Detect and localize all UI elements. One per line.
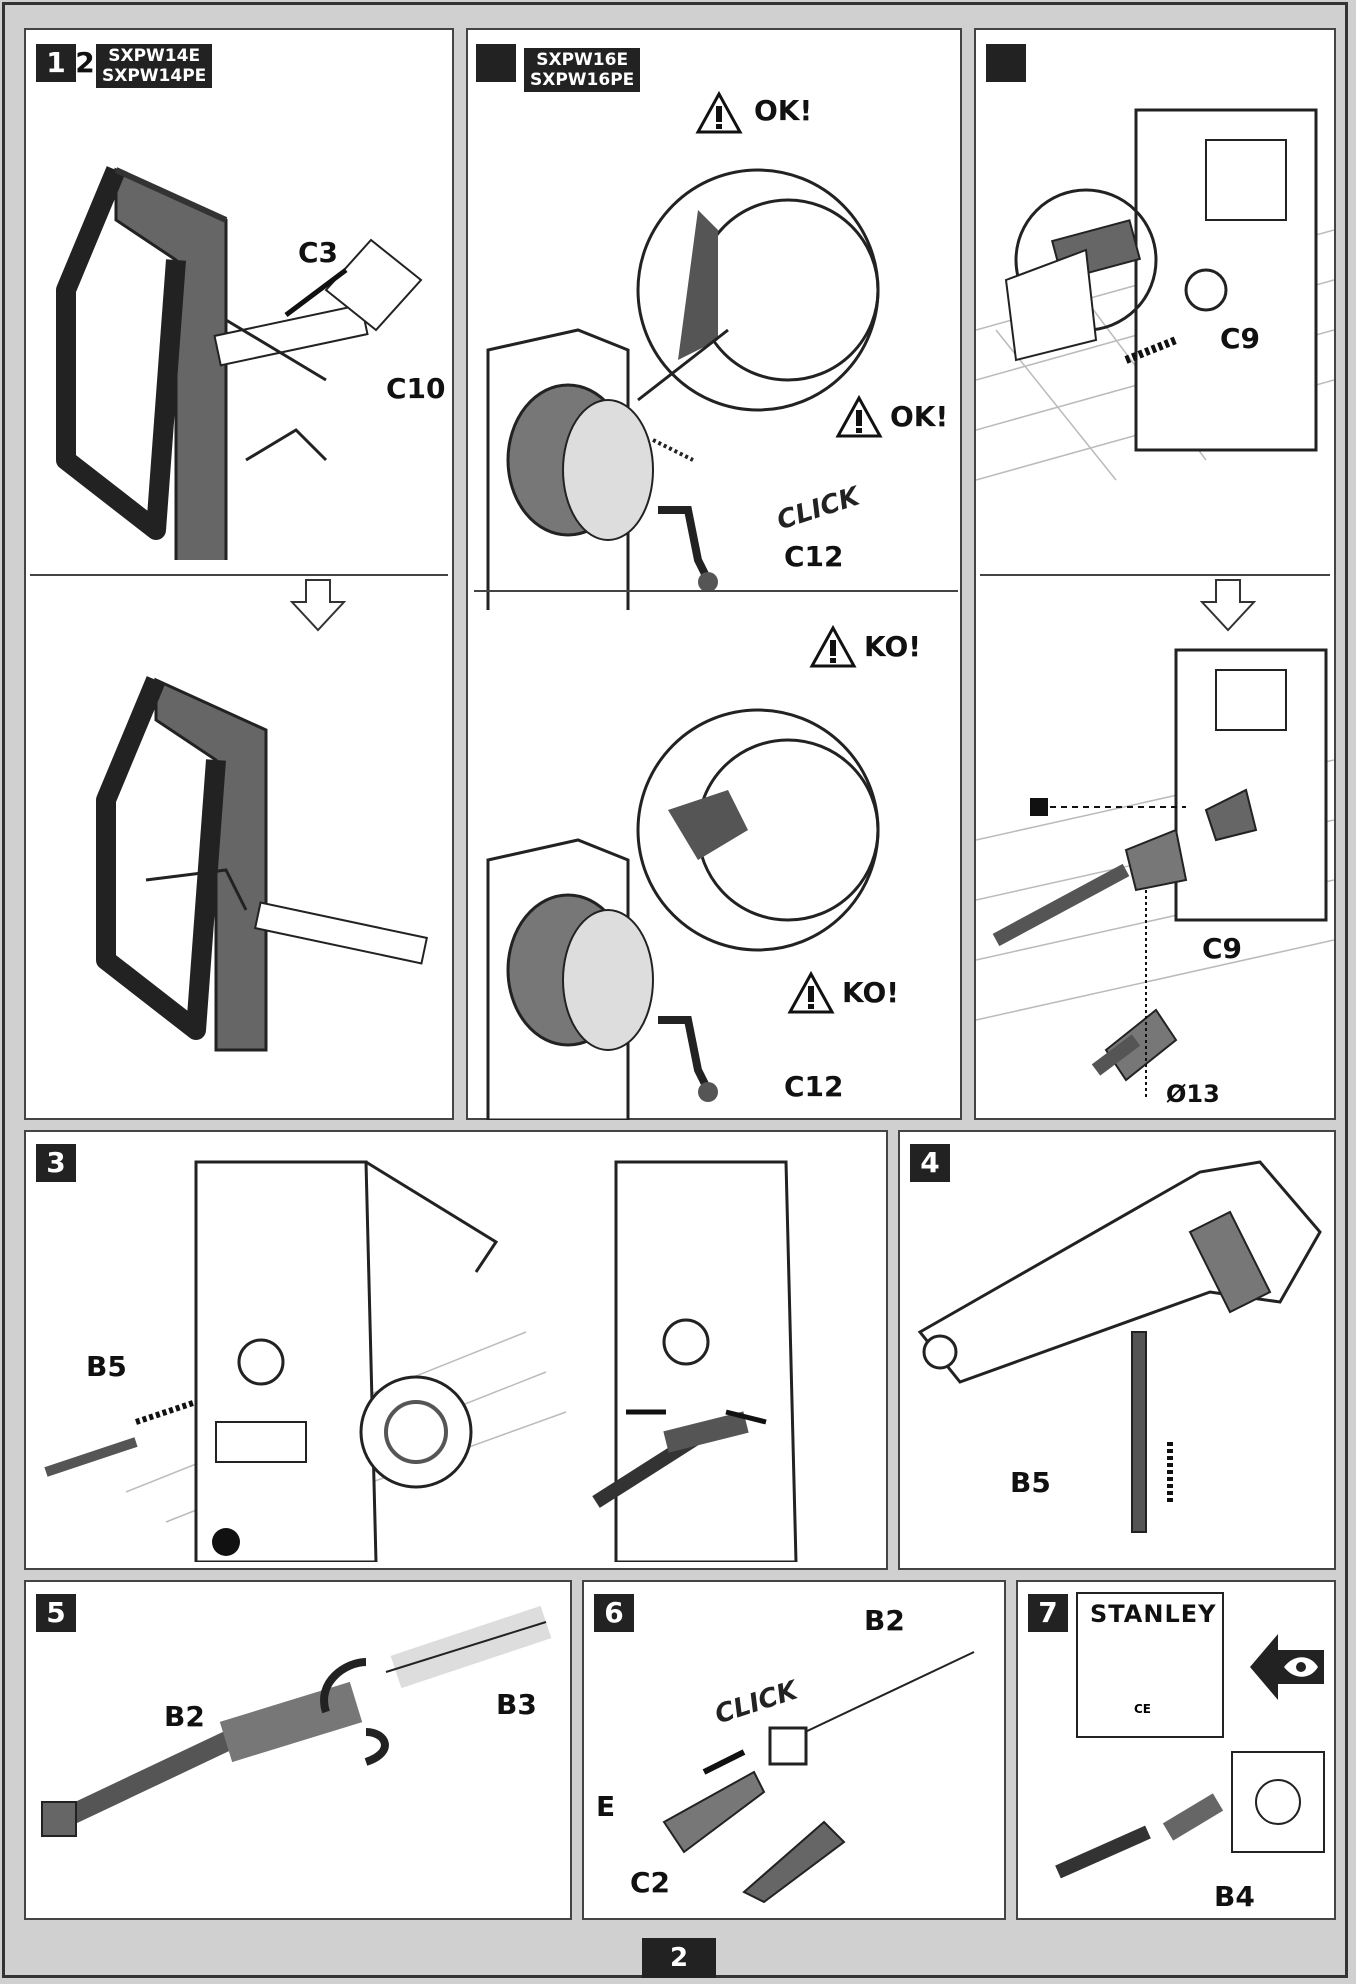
hose-reel-correct-illustration [486, 168, 880, 610]
label-c12-top: C12 [784, 540, 844, 573]
label-c9-top: C9 [1220, 322, 1261, 355]
panel-step-7: 7 STANLEY CE B4 [1016, 1580, 1336, 1920]
divider [474, 590, 958, 592]
handle-assembled-illustration [96, 676, 429, 1052]
read-manual-eye-icon [1250, 1634, 1324, 1700]
inlet-connector-illustration [976, 108, 1334, 481]
label-b4: B4 [1214, 1880, 1255, 1913]
step-number-1: 1 [36, 44, 76, 82]
divider [980, 574, 1330, 576]
label-c3: C3 [298, 236, 339, 269]
panel-step-hose-connect: C9 C9 Ø13 [974, 28, 1336, 1120]
page-number: 2 [642, 1938, 716, 1978]
panel-step-6: 6 CLICK B2 E C2 [582, 1580, 1006, 1920]
label-b2: B2 [864, 1604, 905, 1637]
step-number-blank [986, 44, 1026, 82]
label-ok-right: OK! [890, 400, 949, 433]
warning-triangle-icon [787, 970, 835, 1014]
divider [30, 574, 448, 576]
down-arrow-icon [1199, 579, 1257, 632]
label-ko-top: KO! [864, 630, 922, 663]
lance-assembly-illustration [41, 1605, 552, 1837]
label-c2: C2 [630, 1866, 671, 1899]
label-diameter: Ø13 [1166, 1080, 1220, 1108]
label-c9-bottom: C9 [1202, 932, 1243, 965]
label-e: E [596, 1790, 616, 1823]
step-number-3: 3 [36, 1144, 76, 1182]
step-number-blank [476, 44, 516, 82]
label-c12-bottom: C12 [784, 1070, 844, 1103]
warning-triangle-icon [695, 90, 743, 134]
label-b2: B2 [164, 1700, 205, 1733]
step-number-6: 6 [594, 1594, 634, 1632]
label-ok-top: OK! [754, 94, 813, 127]
panel-step-1: 1 2 SXPW14E SXPW14PE C3 C10 [24, 28, 454, 1120]
model-name: SXPW16E [536, 50, 629, 70]
label-ko-bottom: KO! [842, 976, 900, 1009]
warning-triangle-icon [835, 394, 883, 438]
step-number-5: 5 [36, 1594, 76, 1632]
hose-reel-wrong-illustration [486, 708, 880, 1120]
panel-step-3: 3 B5 [24, 1130, 888, 1570]
plug-socket-illustration [1055, 1751, 1325, 1879]
warning-triangle-icon [809, 624, 857, 668]
label-b5: B5 [1010, 1466, 1051, 1499]
label-b3: B3 [496, 1688, 537, 1721]
hose-adapter-illustration [976, 648, 1334, 1100]
model-name: SXPW14E [108, 46, 201, 66]
down-arrow-icon [289, 579, 347, 632]
model-badge: SXPW14E SXPW14PE [96, 44, 213, 88]
brand-logo: STANLEY [1090, 1600, 1217, 1628]
model-name: SXPW16PE [530, 70, 635, 90]
label-b5: B5 [86, 1350, 127, 1383]
manual-ce-mark: CE [1134, 1702, 1152, 1716]
step-number-7: 7 [1028, 1594, 1068, 1632]
panel-step-2: SXPW16E SXPW16PE OK! OK! CLICK C12 [466, 28, 962, 1120]
panel-step-4: 4 B5 [898, 1130, 1336, 1570]
model-name: SXPW14PE [102, 66, 207, 86]
panel-step-5: 5 B2 B3 [24, 1580, 572, 1920]
step-number-4: 4 [910, 1144, 950, 1182]
step-number-2: 2 [75, 46, 95, 79]
nozzle-attach-illustration [662, 1642, 979, 1904]
lance-insert-illustration [44, 1160, 798, 1562]
user-manual-illustration: STANLEY CE [1076, 1592, 1224, 1738]
handle-assembly-illustration [56, 166, 423, 560]
gun-lance-illustration [917, 1160, 1322, 1533]
label-c10: C10 [386, 372, 446, 405]
model-badge: SXPW16E SXPW16PE [524, 48, 641, 92]
